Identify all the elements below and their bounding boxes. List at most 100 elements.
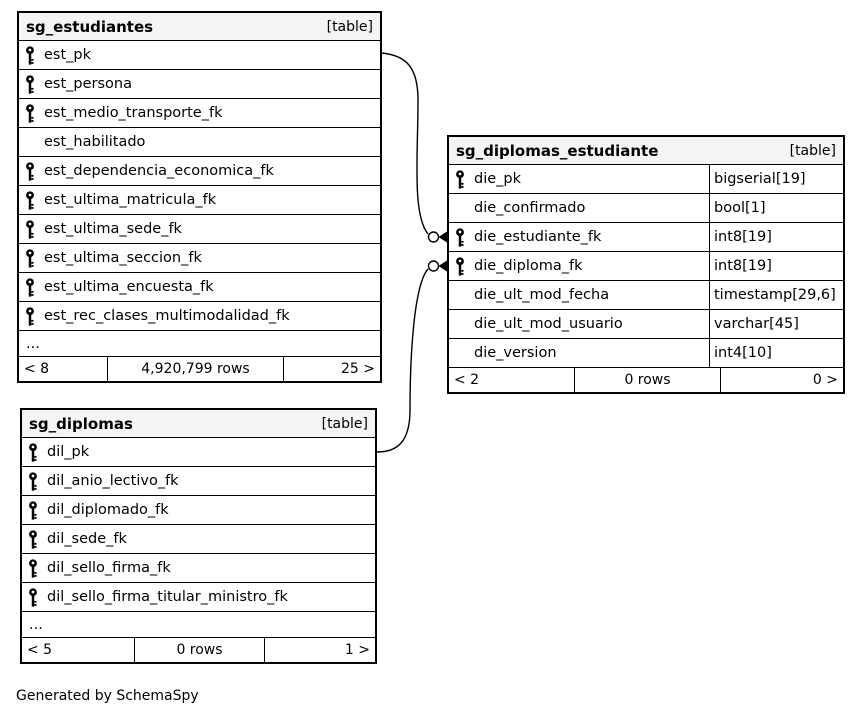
column-name: die_confirmado: [474, 200, 586, 216]
column-row: est_ultima_matricula_fk: [19, 186, 380, 215]
foreign-key-icon: [25, 75, 35, 94]
row-count: 0 rows: [134, 638, 264, 662]
hidden-columns-after: 0 >: [720, 368, 843, 392]
column-row: die_ult_mod_usuario varchar[45]: [449, 310, 843, 339]
column-row: die_ult_mod_fecha timestamp[29,6]: [449, 281, 843, 310]
table-sg_diplomas_estudiante: sg_diplomas_estudiante [table] die_pk bi…: [447, 135, 845, 394]
column-row: dil_anio_lectivo_fk: [22, 467, 375, 496]
column-row: est_habilitado: [19, 128, 380, 157]
foreign-key-icon: [28, 530, 38, 549]
column-row: dil_sello_firma_fk: [22, 554, 375, 583]
foreign-key-icon: [25, 162, 35, 181]
column-type: timestamp[29,6]: [709, 281, 843, 309]
arrowhead-icon: [438, 231, 447, 243]
column-row: est_persona: [19, 70, 380, 99]
table-footer: < 2 0 rows 0 >: [449, 368, 843, 392]
column-row: die_confirmado bool[1]: [449, 194, 843, 223]
primary-key-icon: [28, 443, 38, 462]
table-sg_diplomas: sg_diplomas [table] dil_pk dil_anio_lect…: [20, 408, 377, 664]
column-row: dil_sello_firma_titular_ministro_fk: [22, 583, 375, 612]
column-name: die_estudiante_fk: [474, 229, 602, 245]
column-name: dil_sello_firma_fk: [47, 560, 171, 576]
column-name: die_pk: [474, 171, 522, 187]
row-count: 0 rows: [574, 368, 720, 392]
table-name: sg_diplomas_estudiante: [456, 141, 659, 160]
arrowhead-icon: [438, 260, 447, 272]
column-row: est_pk: [19, 41, 380, 70]
cardinality-circle-icon: [427, 231, 440, 243]
cardinality-circle-icon: [427, 260, 440, 272]
column-row: die_diploma_fk int8[19]: [449, 252, 843, 281]
table-type-badge: [table]: [321, 415, 368, 432]
row-count: 4,920,799 rows: [107, 357, 283, 381]
column-name: die_diploma_fk: [474, 258, 583, 274]
column-name: est_pk: [44, 47, 92, 63]
foreign-key-icon: [25, 104, 35, 123]
column-name: est_medio_transporte_fk: [44, 105, 223, 121]
column-name: est_ultima_encuesta_fk: [44, 279, 214, 295]
table-header[interactable]: sg_estudiantes [table]: [19, 13, 380, 41]
column-name: die_version: [474, 345, 557, 361]
table-type-badge: [table]: [326, 18, 373, 35]
column-name: est_ultima_matricula_fk: [44, 192, 217, 208]
column-type: int8[19]: [709, 223, 843, 251]
table-header[interactable]: sg_diplomas [table]: [22, 410, 375, 438]
foreign-key-icon: [25, 307, 35, 326]
foreign-key-icon: [28, 472, 38, 491]
hidden-columns-before: < 5: [27, 642, 53, 658]
column-type: bool[1]: [709, 194, 843, 222]
table-type-badge: [table]: [789, 142, 836, 159]
column-name: est_habilitado: [44, 134, 146, 150]
truncated-columns-marker: ...: [19, 331, 380, 357]
foreign-key-icon: [25, 249, 35, 268]
foreign-key-icon: [25, 220, 35, 239]
column-type: int8[19]: [709, 252, 843, 280]
table-header[interactable]: sg_diplomas_estudiante [table]: [449, 137, 843, 165]
table-name: sg_diplomas: [29, 414, 133, 433]
foreign-key-icon: [25, 278, 35, 297]
relationship-line-est_pk-die_estudiante_fk: [380, 52, 429, 235]
column-name: est_dependencia_economica_fk: [44, 163, 274, 179]
hidden-columns-before: < 8: [24, 361, 50, 377]
column-row: die_pk bigserial[19]: [449, 165, 843, 194]
column-name: est_ultima_seccion_fk: [44, 250, 202, 266]
column-type: int4[10]: [709, 339, 843, 367]
column-name: dil_anio_lectivo_fk: [47, 473, 179, 489]
column-row: est_ultima_sede_fk: [19, 215, 380, 244]
foreign-key-icon: [28, 588, 38, 607]
hidden-columns-after: 1 >: [264, 638, 375, 662]
generator-note: Generated by SchemaSpy: [16, 688, 199, 704]
column-name: est_rec_clases_multimodalidad_fk: [44, 308, 290, 324]
primary-key-icon: [455, 170, 465, 189]
foreign-key-icon: [455, 228, 465, 247]
table-footer: < 5 0 rows 1 >: [22, 638, 375, 662]
column-row: die_estudiante_fk int8[19]: [449, 223, 843, 252]
column-name: dil_sede_fk: [47, 531, 127, 547]
table-sg_estudiantes: sg_estudiantes [table] est_pk est_person…: [17, 11, 382, 383]
column-name: dil_sello_firma_titular_ministro_fk: [47, 589, 288, 605]
foreign-key-icon: [28, 501, 38, 520]
column-row: die_version int4[10]: [449, 339, 843, 368]
column-row: dil_diplomado_fk: [22, 496, 375, 525]
column-name: est_ultima_sede_fk: [44, 221, 182, 237]
column-row: est_dependencia_economica_fk: [19, 157, 380, 186]
relationship-line-dil_pk-die_diploma_fk: [376, 268, 429, 453]
column-row: est_rec_clases_multimodalidad_fk: [19, 302, 380, 331]
column-type: varchar[45]: [709, 310, 843, 338]
hidden-columns-after: 25 >: [283, 357, 380, 381]
table-name: sg_estudiantes: [26, 17, 154, 36]
truncated-columns-marker: ...: [22, 612, 375, 638]
foreign-key-icon: [455, 257, 465, 276]
hidden-columns-before: < 2: [454, 372, 480, 388]
column-row: dil_pk: [22, 438, 375, 467]
column-row: dil_sede_fk: [22, 525, 375, 554]
column-name: est_persona: [44, 76, 132, 92]
column-row: est_medio_transporte_fk: [19, 99, 380, 128]
foreign-key-icon: [28, 559, 38, 578]
column-row: est_ultima_encuesta_fk: [19, 273, 380, 302]
column-name: die_ult_mod_usuario: [474, 316, 623, 332]
column-name: dil_diplomado_fk: [47, 502, 169, 518]
primary-key-icon: [25, 46, 35, 65]
column-name: die_ult_mod_fecha: [474, 287, 610, 303]
